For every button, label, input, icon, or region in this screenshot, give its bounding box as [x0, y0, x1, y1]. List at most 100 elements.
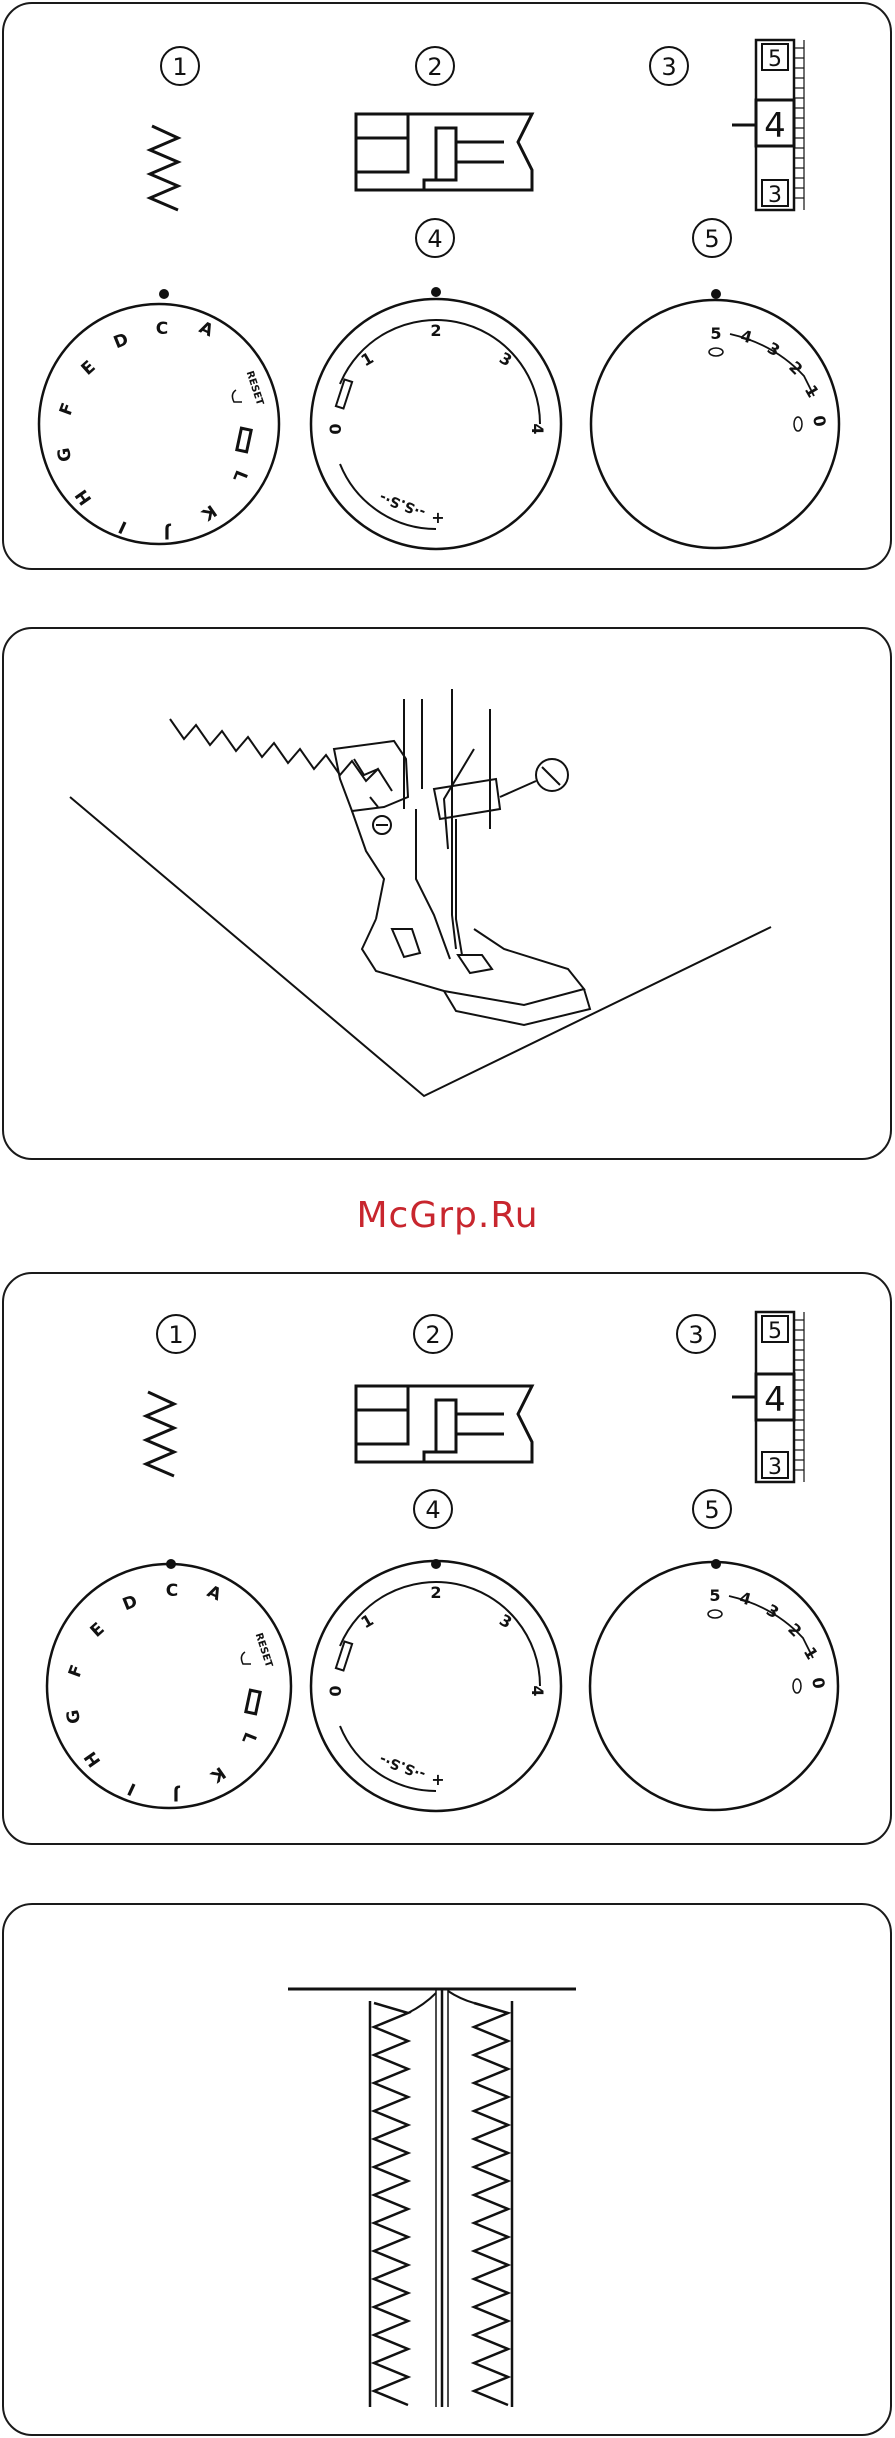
settings-panel-2: 1 2 3 4 5: [2, 1272, 892, 1845]
svg-text:G: G: [63, 1708, 85, 1725]
svg-text:C: C: [166, 1581, 178, 1601]
buttonhole-symbol: [237, 428, 251, 452]
svg-text:3: 3: [763, 1600, 782, 1622]
svg-text:3: 3: [688, 1321, 703, 1349]
presser-foot-icon: [356, 1386, 532, 1462]
svg-text:3: 3: [496, 1610, 515, 1632]
buttonhole-symbol: [246, 1690, 260, 1714]
svg-text:F: F: [56, 400, 79, 418]
settings-diagram: 1 2 3 4 5: [4, 1274, 894, 1847]
seam-illustration-panel: [2, 1903, 892, 2436]
svg-text:+: +: [431, 508, 444, 527]
pattern-selector-dial[interactable]: A C D E F G H I J K L RESET: [39, 304, 279, 544]
svg-text:I: I: [116, 516, 130, 537]
svg-text:4: 4: [764, 1380, 786, 1420]
svg-text:5: 5: [768, 1319, 782, 1344]
svg-text:4: 4: [739, 326, 755, 347]
svg-text:5: 5: [704, 225, 719, 253]
reset-arrow-icon: [232, 390, 242, 402]
svg-text:5: 5: [768, 47, 782, 72]
svg-text:RESET: RESET: [244, 370, 265, 407]
stitch-width-dial[interactable]: 0 1 2 3 4 -·S.S·- +: [311, 299, 561, 549]
presser-foot-icon: [356, 114, 532, 190]
watermark: McGrp.Ru: [0, 1195, 895, 1236]
overcast-seam-illustration: [4, 1905, 894, 2438]
svg-text:L: L: [228, 467, 251, 485]
presser-foot-illustration-panel: [2, 627, 892, 1160]
svg-text:K: K: [197, 500, 220, 524]
marker-4: 4: [414, 1490, 452, 1528]
svg-text:2: 2: [430, 1583, 441, 1602]
svg-text:J: J: [164, 522, 171, 542]
tension-dial-indicator: [711, 289, 721, 299]
svg-text:2: 2: [425, 1321, 440, 1349]
zigzag-stitch-icon: [146, 1392, 174, 1476]
svg-text:1: 1: [358, 1610, 377, 1632]
thread-tension-dial[interactable]: 5 4 3 2 1 0: [590, 1562, 838, 1810]
marker-3: 3: [650, 47, 688, 85]
svg-text:0: 0: [326, 1685, 345, 1696]
stitch-width-dial[interactable]: 0 1 2 3 4 -·S.S·- +: [311, 1561, 561, 1811]
svg-text:RESET: RESET: [253, 1632, 274, 1669]
svg-text:4: 4: [427, 225, 442, 253]
svg-text:4: 4: [425, 1496, 440, 1524]
marker-3: 3: [677, 1315, 715, 1353]
settings-diagram: 1 2 3 4 5: [4, 4, 894, 572]
svg-text:4: 4: [738, 1588, 754, 1609]
svg-text:A: A: [204, 1582, 225, 1606]
stitch-length-gauge: 5 4 3: [732, 1312, 804, 1482]
marker-1: 1: [161, 47, 199, 85]
marker-5: 5: [693, 1490, 731, 1528]
svg-text:0: 0: [808, 1676, 829, 1690]
svg-text:A: A: [196, 318, 217, 342]
svg-text:+: +: [431, 1770, 444, 1789]
svg-text:E: E: [87, 1619, 109, 1642]
svg-text:I: I: [125, 1778, 139, 1799]
svg-text:1: 1: [172, 53, 187, 81]
width-dial-indicator: [431, 287, 441, 297]
zigzag-stitch-icon: [150, 126, 178, 210]
right-zigzag-seam: [474, 2003, 508, 2405]
thread-tension-dial[interactable]: 5 4 3 2 1 0: [591, 300, 839, 548]
reset-arrow-icon: [241, 1652, 251, 1664]
pattern-selector-dial[interactable]: A C D E F G H I J K L RESET: [47, 1564, 291, 1808]
svg-text:4: 4: [528, 1685, 547, 1696]
svg-text:3: 3: [661, 53, 676, 81]
tension-dial-indicator: [711, 1559, 721, 1569]
svg-text:0: 0: [809, 414, 830, 428]
svg-text:4: 4: [528, 423, 547, 434]
svg-text:D: D: [111, 329, 132, 353]
svg-text:5: 5: [704, 1496, 719, 1524]
svg-text:1: 1: [800, 1644, 822, 1663]
svg-text:1: 1: [358, 348, 377, 370]
svg-text:C: C: [156, 319, 168, 339]
zigzag-stitches: [170, 719, 392, 791]
svg-text:2: 2: [430, 321, 441, 340]
svg-text:0: 0: [326, 423, 345, 434]
svg-text:2: 2: [427, 53, 442, 81]
svg-text:4: 4: [764, 106, 786, 146]
marker-5: 5: [693, 219, 731, 257]
presser-foot-sewing-illustration: [4, 629, 894, 1162]
svg-text:E: E: [78, 357, 100, 380]
svg-text:J: J: [173, 1784, 180, 1804]
marker-2: 2: [416, 47, 454, 85]
svg-text:H: H: [72, 485, 97, 508]
svg-text:3: 3: [768, 183, 782, 208]
marker-4: 4: [416, 219, 454, 257]
svg-text:G: G: [54, 446, 76, 463]
svg-text:3: 3: [768, 1455, 782, 1480]
zigzag-presser-foot: [334, 689, 590, 1025]
pattern-dial-indicator: [159, 289, 169, 299]
stitch-length-gauge: 5 4 3: [732, 40, 804, 210]
settings-panel-1: 1 2 3 4 5: [2, 2, 892, 570]
svg-text:K: K: [206, 1762, 229, 1786]
svg-text:1: 1: [801, 382, 823, 401]
svg-text:L: L: [237, 1729, 260, 1747]
svg-text:1: 1: [168, 1321, 183, 1349]
svg-text:D: D: [120, 1591, 141, 1615]
svg-text:5: 5: [709, 1586, 720, 1605]
marker-2: 2: [414, 1315, 452, 1353]
svg-text:3: 3: [496, 348, 515, 370]
left-zigzag-seam: [374, 2003, 408, 2405]
